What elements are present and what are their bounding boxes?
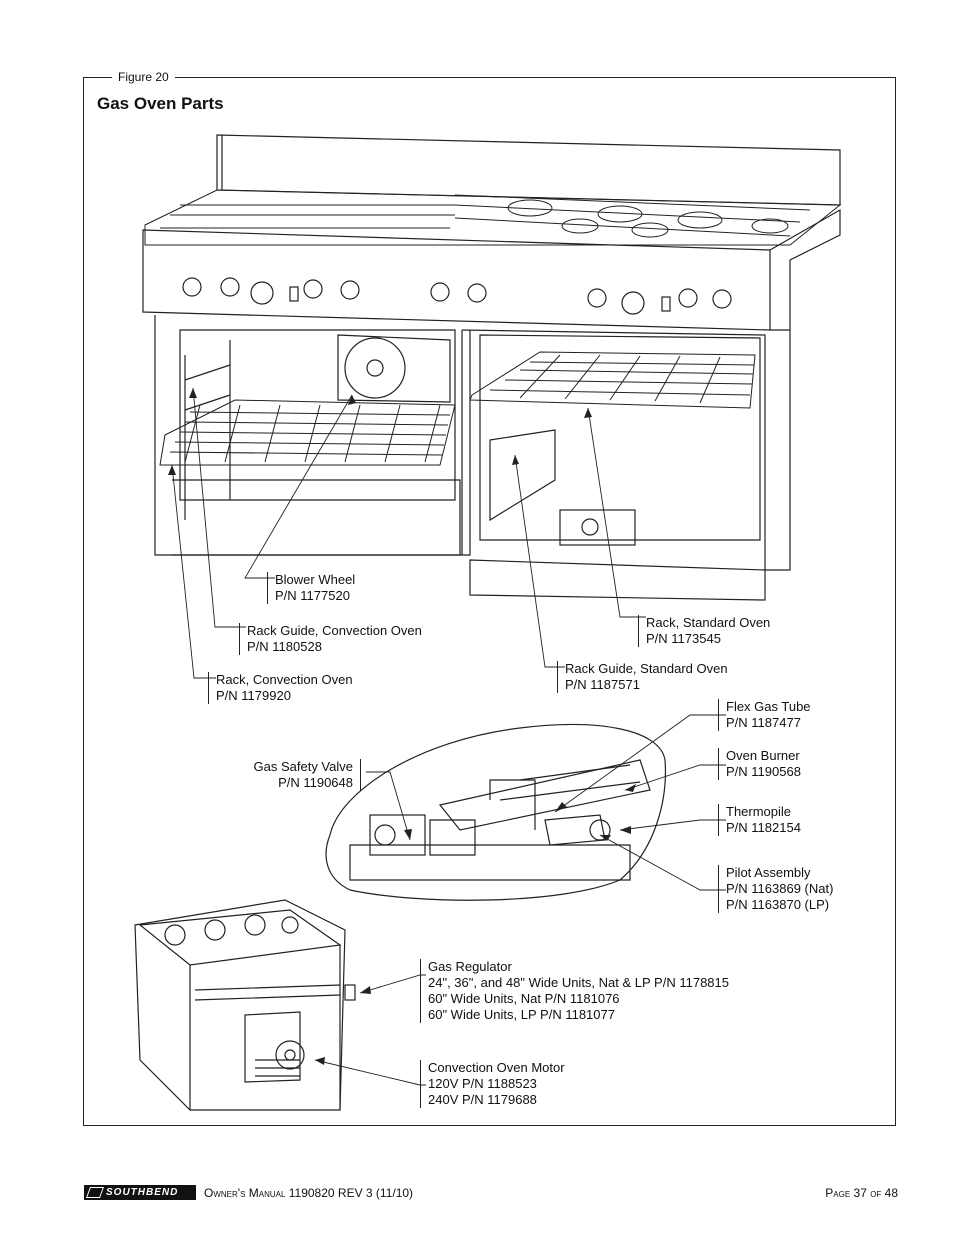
standard-door [469,559,766,601]
callout-gas-regulator: Gas Regulator 24", 36", and 48" Wide Uni… [420,959,729,1023]
callout-flex-gas-tube: Flex Gas Tube P/N 1187477 [718,699,811,731]
figure-title: Gas Oven Parts [97,94,224,113]
callout-oven-burner: Oven Burner P/N 1190568 [718,748,801,780]
part-number: 24", 36", and 48" Wide Units, Nat & LP P… [428,975,729,990]
callout-blower-wheel: Blower Wheel P/N 1177520 [267,572,355,604]
figure-frame [83,77,896,1126]
part-number: P/N 1190648 [278,775,353,790]
callout-rack-guide-convection: Rack Guide, Convection Oven P/N 1180528 [239,623,422,655]
callout-convection-motor: Convection Oven Motor 120V P/N 1188523 2… [420,1060,565,1108]
part-number: 60" Wide Units, LP P/N 1181077 [428,1007,615,1022]
rack-guide-convection [184,340,231,520]
oven-burner-thumb [559,509,636,546]
part-name: Pilot Assembly [726,865,811,880]
part-number: P/N 1182154 [726,820,801,835]
part-number: P/N 1187477 [726,715,801,730]
part-name: Flex Gas Tube [726,699,811,714]
part-number: P/N 1179920 [216,688,291,703]
burner-assembly-detail [325,723,667,901]
figure-label: Figure 20 [112,70,175,84]
part-name: Rack Guide, Convection Oven [247,623,422,638]
callout-rack-standard: Rack, Standard Oven P/N 1173545 [638,615,770,647]
control-panel [142,208,841,331]
part-number: 120V P/N 1188523 [428,1076,537,1091]
convection-door [172,479,461,556]
convection-rack [159,399,456,466]
part-number: 240V P/N 1179688 [428,1092,537,1107]
part-name: Oven Burner [726,748,800,763]
part-number: P/N 1190568 [726,764,801,779]
part-name: Rack Guide, Standard Oven [565,661,728,676]
part-number: P/N 1180528 [247,639,322,654]
part-number: 60" Wide Units, Nat P/N 1181076 [428,991,620,1006]
part-name: Convection Oven Motor [428,1060,565,1075]
standard-rack [469,351,756,409]
cooktop-grates [144,189,842,246]
part-name: Rack, Convection Oven [216,672,353,687]
brand-logo: SOUTHBEND [84,1185,196,1200]
part-name: Gas Safety Valve [253,759,353,774]
part-name: Rack, Standard Oven [646,615,771,630]
callout-rack-convection: Rack, Convection Oven P/N 1179920 [208,672,353,704]
part-name: Gas Regulator [428,959,512,974]
callout-gas-safety-valve: Gas Safety Valve P/N 1190648 [243,759,361,791]
part-number: P/N 1163870 (LP) [726,897,830,912]
manual-reference: Owner's Manual 1190820 REV 3 (11/10) [204,1186,414,1200]
part-number: P/N 1173545 [646,631,721,646]
part-name: Blower Wheel [275,572,356,587]
brand-name: SOUTHBEND [106,1187,179,1198]
backsplash [216,134,841,206]
callout-rack-guide-standard: Rack Guide, Standard Oven P/N 1187571 [557,661,728,693]
page-number: Page 37 of 48 [825,1186,898,1200]
blower-wheel [337,334,451,403]
detail-leaders [366,714,726,891]
part-number: P/N 1177520 [275,588,350,603]
callout-pilot-assembly: Pilot Assembly P/N 1163869 (Nat) P/N 116… [718,865,833,913]
part-number: P/N 1163869 (Nat) [726,881,834,896]
small-range-detail [134,899,356,1111]
brand-mark-icon [85,1187,105,1198]
rack-guide-standard [489,429,556,522]
callout-thermopile: Thermopile P/N 1182154 [718,804,801,836]
part-number: P/N 1187571 [565,677,640,692]
part-name: Thermopile [726,804,792,819]
